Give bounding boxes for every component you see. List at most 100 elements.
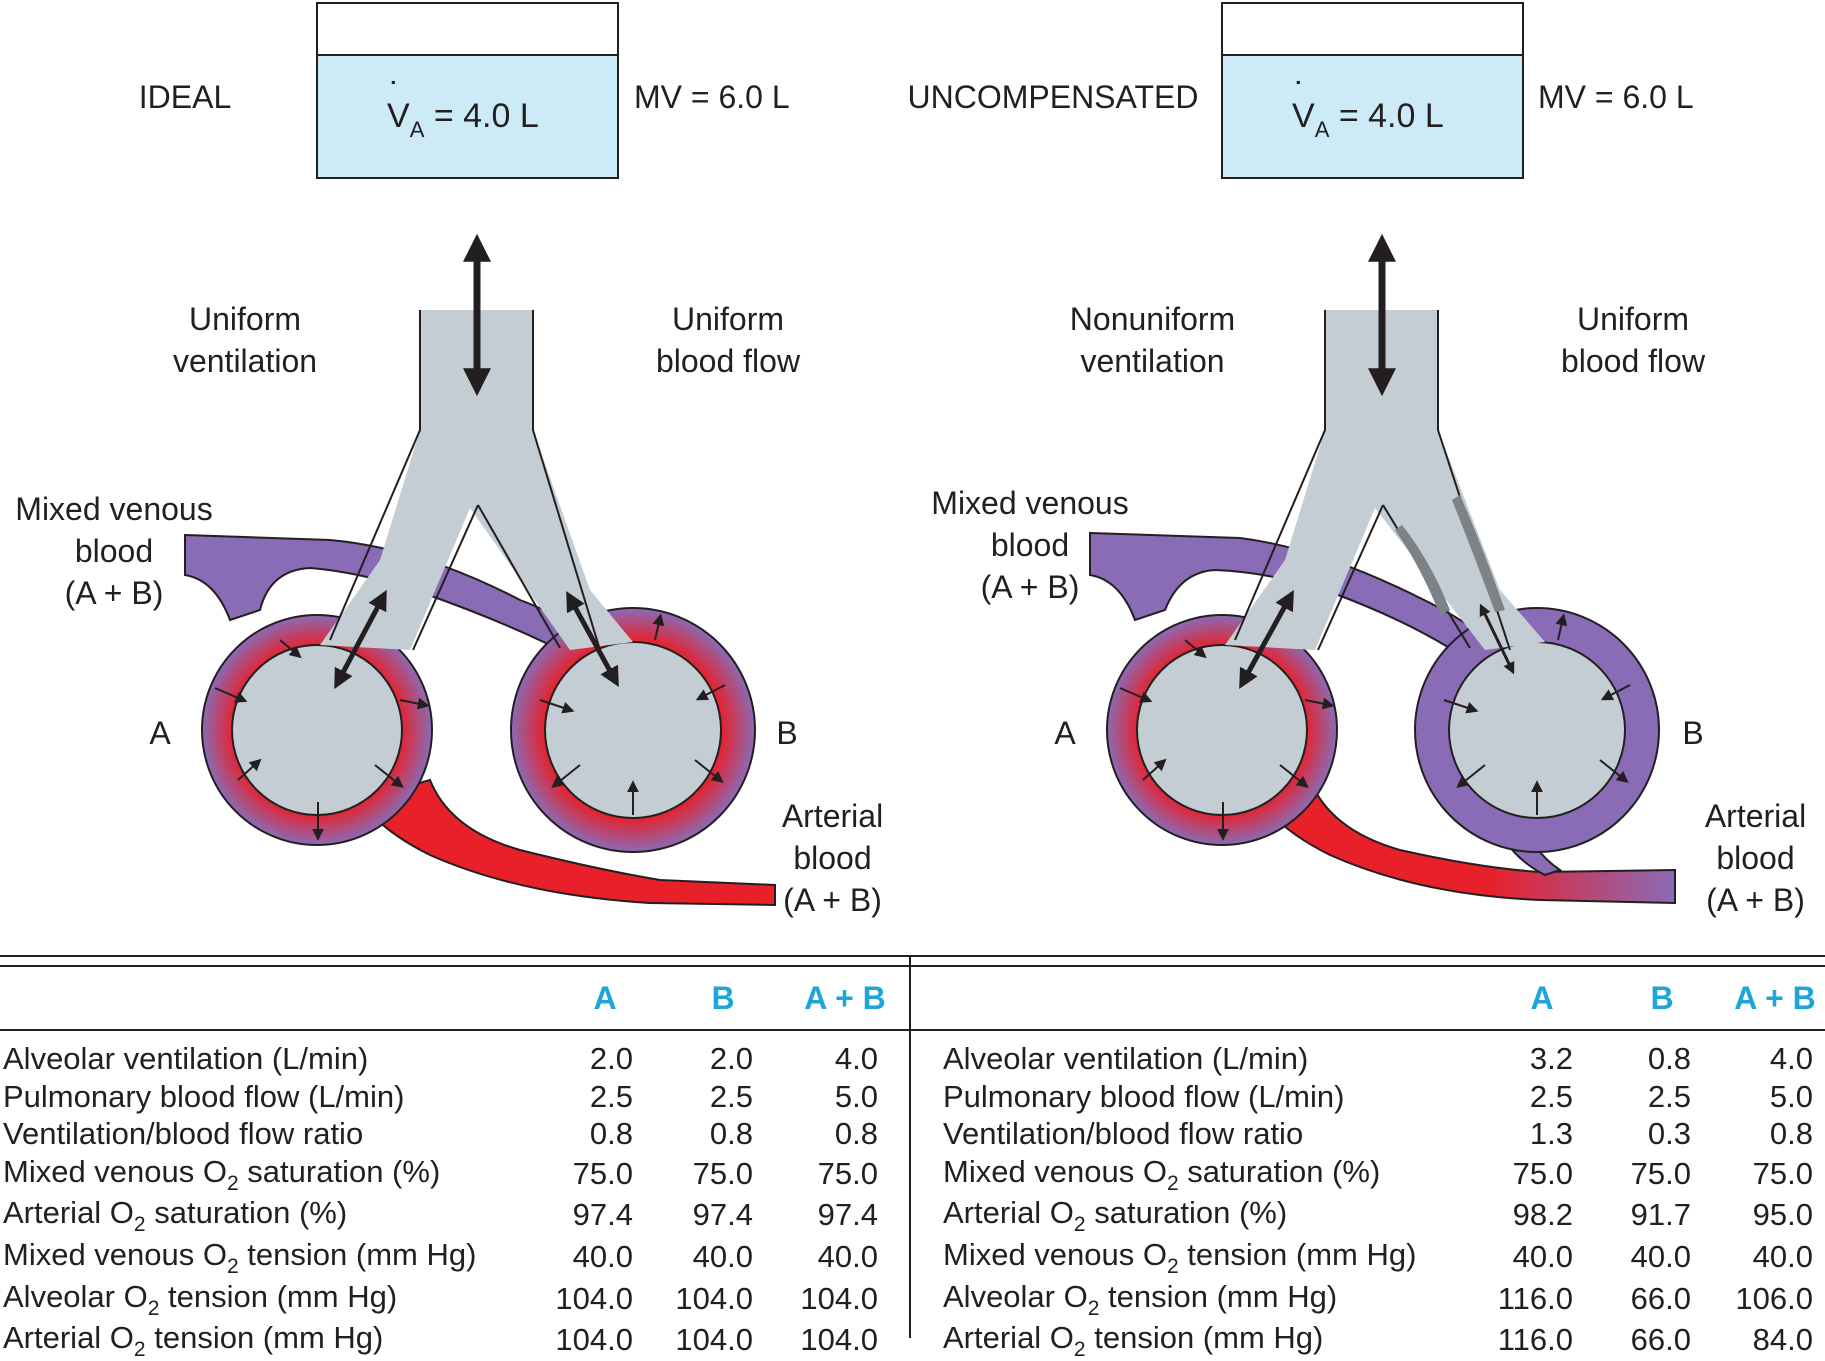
- uncomp-va-symbol: V: [1292, 97, 1315, 135]
- uncompensated-panel: [1089, 2, 1676, 905]
- ideal-colhead-ab: A + B: [804, 980, 886, 1016]
- table-row: Pulmonary blood flow (L/min) 2.5 2.5 5.0: [3, 1078, 878, 1116]
- ideal-value-cell: 0.8: [709, 1116, 753, 1152]
- uncomp-obstruction-2: [1452, 495, 1505, 612]
- ideal-value-cell: 75.0: [692, 1155, 753, 1191]
- uncomp-row-label: Mixed venous O2 tension (mm Hg): [943, 1236, 1417, 1278]
- ideal-value-cell: 0.8: [589, 1116, 633, 1152]
- uncomp-row-label: Ventilation/blood flow ratio: [943, 1116, 1304, 1152]
- uncomp-row-label: Mixed venous O2 saturation (%): [943, 1153, 1381, 1195]
- ideal-value-cell: 104.0: [800, 1280, 878, 1316]
- uncomp-value-cell: 75.0: [1630, 1155, 1691, 1191]
- ideal-colhead-a: A: [593, 980, 617, 1016]
- uncomp-row-label: Arterial O2 saturation (%): [943, 1195, 1288, 1237]
- uncomp-value-cell: 5.0: [1769, 1078, 1813, 1114]
- ideal-value-cell: 4.0: [834, 1041, 878, 1076]
- uncomp-row-label: Alveolar ventilation (L/min): [943, 1041, 1309, 1076]
- uncomp-value-cell: 106.0: [1735, 1280, 1813, 1316]
- uncomp-value-cell: 66.0: [1630, 1280, 1691, 1316]
- uncomp-value-cell: 4.0: [1769, 1041, 1813, 1076]
- ideal-row-label: Arterial O2 tension (mm Hg): [3, 1320, 384, 1361]
- ideal-value-cell: 40.0: [692, 1238, 753, 1274]
- ideal-venous-vessel: [184, 533, 603, 662]
- ideal-value-cell: 75.0: [572, 1155, 633, 1191]
- uncomp-value-cell: 40.0: [1630, 1238, 1691, 1274]
- ideal-row-label: Alveolar ventilation (L/min): [3, 1041, 369, 1076]
- ideal-row-label: Ventilation/blood flow ratio: [3, 1116, 364, 1152]
- ideal-row-label: Arterial O2 saturation (%): [3, 1195, 348, 1237]
- uncomp-unit-a-label: A: [1054, 715, 1076, 751]
- uncomp-arterial-vessel: [1258, 778, 1676, 905]
- ideal-branch-arrow-b: [566, 590, 619, 688]
- table-row: Alveolar O2 tension (mm Hg) 116.0 66.0 106.…: [943, 1278, 1813, 1320]
- uncomp-alveolus-a: [1136, 644, 1308, 816]
- ideal-value-cell: 2.5: [589, 1078, 633, 1114]
- ideal-value-cell: 40.0: [817, 1238, 878, 1274]
- uncomp-row-label: Alveolar O2 tension (mm Hg): [943, 1278, 1338, 1320]
- uncomp-value-cell: 2.5: [1529, 1078, 1573, 1114]
- ideal-value-cell: 104.0: [555, 1280, 633, 1316]
- table-row: Alveolar O2 tension (mm Hg) 104.0 104.0 104…: [3, 1278, 878, 1320]
- uncomp-obstruction-1: [1395, 525, 1450, 615]
- ideal-va-label: VA = 4.0 L: [387, 96, 539, 142]
- ideal-va-subscript: A: [409, 117, 425, 142]
- ideal-alveolus-a: [231, 644, 403, 816]
- ideal-value-cell: 5.0: [834, 1078, 878, 1114]
- ideal-diffusion-arrows-a: [214, 639, 430, 841]
- ideal-unit-a-label: A: [149, 715, 171, 751]
- ideal-value-cell: 75.0: [817, 1155, 878, 1191]
- uncomp-value-cell: 3.2: [1529, 1041, 1573, 1076]
- uncomp-value-cell: 40.0: [1752, 1238, 1813, 1274]
- ideal-value-cell: 2.0: [709, 1041, 753, 1076]
- ideal-value-cell: 0.8: [834, 1116, 878, 1152]
- uncomp-diffusion-arrows-a: [1119, 639, 1335, 841]
- ideal-value-cell: 2.5: [709, 1078, 753, 1114]
- ideal-volume-fill: [318, 55, 617, 177]
- uncomp-value-cell: 75.0: [1512, 1155, 1573, 1191]
- ideal-unit-b-label: B: [776, 715, 798, 751]
- table-rules: [0, 955, 1825, 1338]
- ideal-va-symbol: V: [387, 97, 410, 135]
- uncomp-airway: [1225, 310, 1545, 650]
- ideal-value-cell: 97.4: [817, 1197, 878, 1233]
- uncomp-value-cell: 66.0: [1630, 1322, 1691, 1358]
- uncomp-value-cell: 91.7: [1630, 1197, 1691, 1233]
- uncomp-colhead-b: B: [1650, 980, 1674, 1016]
- ideal-value-cell: 104.0: [675, 1322, 753, 1358]
- uncomp-value-cell: 95.0: [1752, 1197, 1813, 1233]
- ideal-colhead-b: B: [711, 980, 735, 1016]
- uncomp-value-cell: 1.3: [1529, 1116, 1573, 1152]
- uncomp-va-value: = 4.0 L: [1338, 97, 1444, 135]
- ideal-panel: [184, 2, 776, 907]
- ideal-value-cell: 104.0: [675, 1280, 753, 1316]
- ideal-row-label: Mixed venous O2 tension (mm Hg): [3, 1236, 477, 1278]
- uncomp-unit-b-label: B: [1682, 715, 1704, 751]
- ideal-value-cell: 104.0: [555, 1322, 633, 1358]
- uncomp-volume-fill: [1223, 55, 1522, 177]
- uncomp-branch-arrow-a: [1239, 589, 1294, 690]
- uncomp-value-cell: 84.0: [1752, 1322, 1813, 1358]
- uncomp-diffusion-arrows-b: [1443, 613, 1631, 815]
- ideal-row-label: Pulmonary blood flow (L/min): [3, 1078, 405, 1114]
- uncomp-value-cell: 98.2: [1512, 1197, 1573, 1233]
- uncomp-row-label: Pulmonary blood flow (L/min): [943, 1078, 1345, 1114]
- ideal-row-label: Alveolar O2 tension (mm Hg): [3, 1278, 398, 1320]
- uncomp-row-label: Arterial O2 tension (mm Hg): [943, 1320, 1324, 1361]
- ideal-value-cell: 97.4: [692, 1197, 753, 1233]
- uncomp-value-cell: 40.0: [1512, 1238, 1573, 1274]
- uncomp-value-cell: 116.0: [1497, 1280, 1573, 1316]
